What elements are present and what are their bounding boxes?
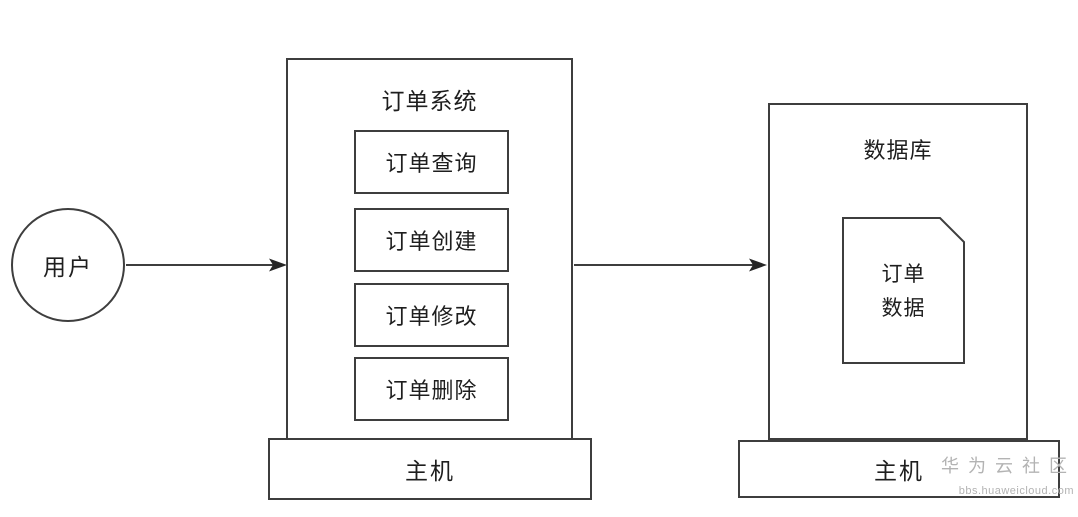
module-label: 订单查询	[385, 151, 478, 176]
module-label: 订单修改	[385, 304, 478, 329]
database-title: 数据库	[863, 138, 933, 163]
watermark-community-text: 华为云社区	[941, 456, 1076, 476]
order-data-line2: 数据	[881, 295, 926, 320]
order-data-label: 订单 数据	[842, 217, 965, 364]
module-order-create: 订单创建	[354, 208, 509, 272]
module-order-delete: 订单删除	[354, 357, 509, 421]
database-host-node: 主机	[738, 440, 1060, 498]
order-system-node: 订单系统 订单查询 订单创建 订单修改 订单删除	[286, 58, 573, 440]
watermark-url-text: bbs.huaweicloud.com	[958, 485, 1074, 497]
user-node: 用户	[11, 208, 125, 322]
order-system-host-node: 主机	[268, 438, 592, 500]
host-label: 主机	[874, 459, 924, 484]
module-label: 订单创建	[385, 229, 478, 254]
order-data-line1: 订单	[881, 261, 926, 286]
order-system-title: 订单系统	[381, 89, 478, 114]
module-order-modify: 订单修改	[354, 283, 509, 347]
module-order-query: 订单查询	[354, 130, 509, 194]
arrow-user-to-order-system	[126, 258, 287, 272]
watermark: 华为云社区 bbs.huaweicloud.com	[876, 452, 1076, 497]
document-icon	[842, 217, 965, 364]
arrow-order-system-to-database	[574, 258, 767, 272]
database-node: 数据库 订单 数据	[768, 103, 1028, 440]
host-label: 主机	[405, 459, 455, 484]
module-label: 订单删除	[385, 378, 478, 403]
user-node-label: 用户	[43, 255, 93, 280]
